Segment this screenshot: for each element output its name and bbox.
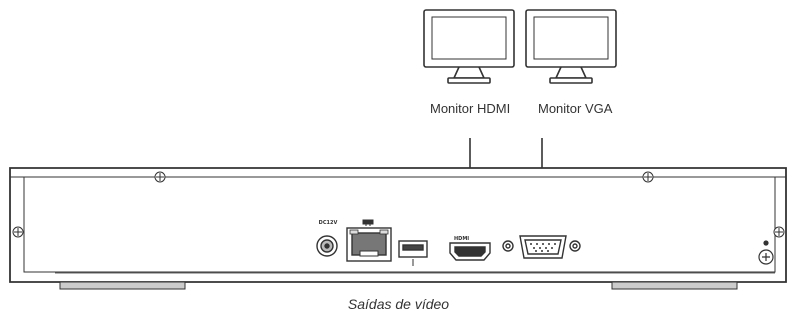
hdmi-monitor-label: Monitor HDMI — [430, 101, 511, 116]
nvr-rear-panel — [9, 167, 787, 290]
hdmi-monitor-icon — [423, 9, 515, 84]
vga-monitor-label: Monitor VGA — [538, 101, 613, 116]
video-outputs-caption: Saídas de vídeo — [347, 296, 450, 312]
network-icon — [362, 219, 374, 226]
screw-icon — [773, 226, 785, 238]
vga-pins — [530, 243, 556, 252]
ground-terminal-icon — [758, 240, 774, 265]
screw-icon — [12, 226, 24, 238]
hdmi-port-label: HDMI — [454, 236, 470, 242]
vga-port — [502, 235, 581, 259]
dc-power-jack — [316, 235, 338, 257]
lan-port — [346, 227, 392, 262]
vga-monitor-icon — [525, 9, 617, 84]
screw-icon — [642, 171, 654, 183]
hdmi-port — [449, 242, 491, 261]
dc-jack-label: DC12V — [318, 220, 338, 226]
screw-icon — [154, 171, 166, 183]
usb-port — [398, 240, 428, 258]
